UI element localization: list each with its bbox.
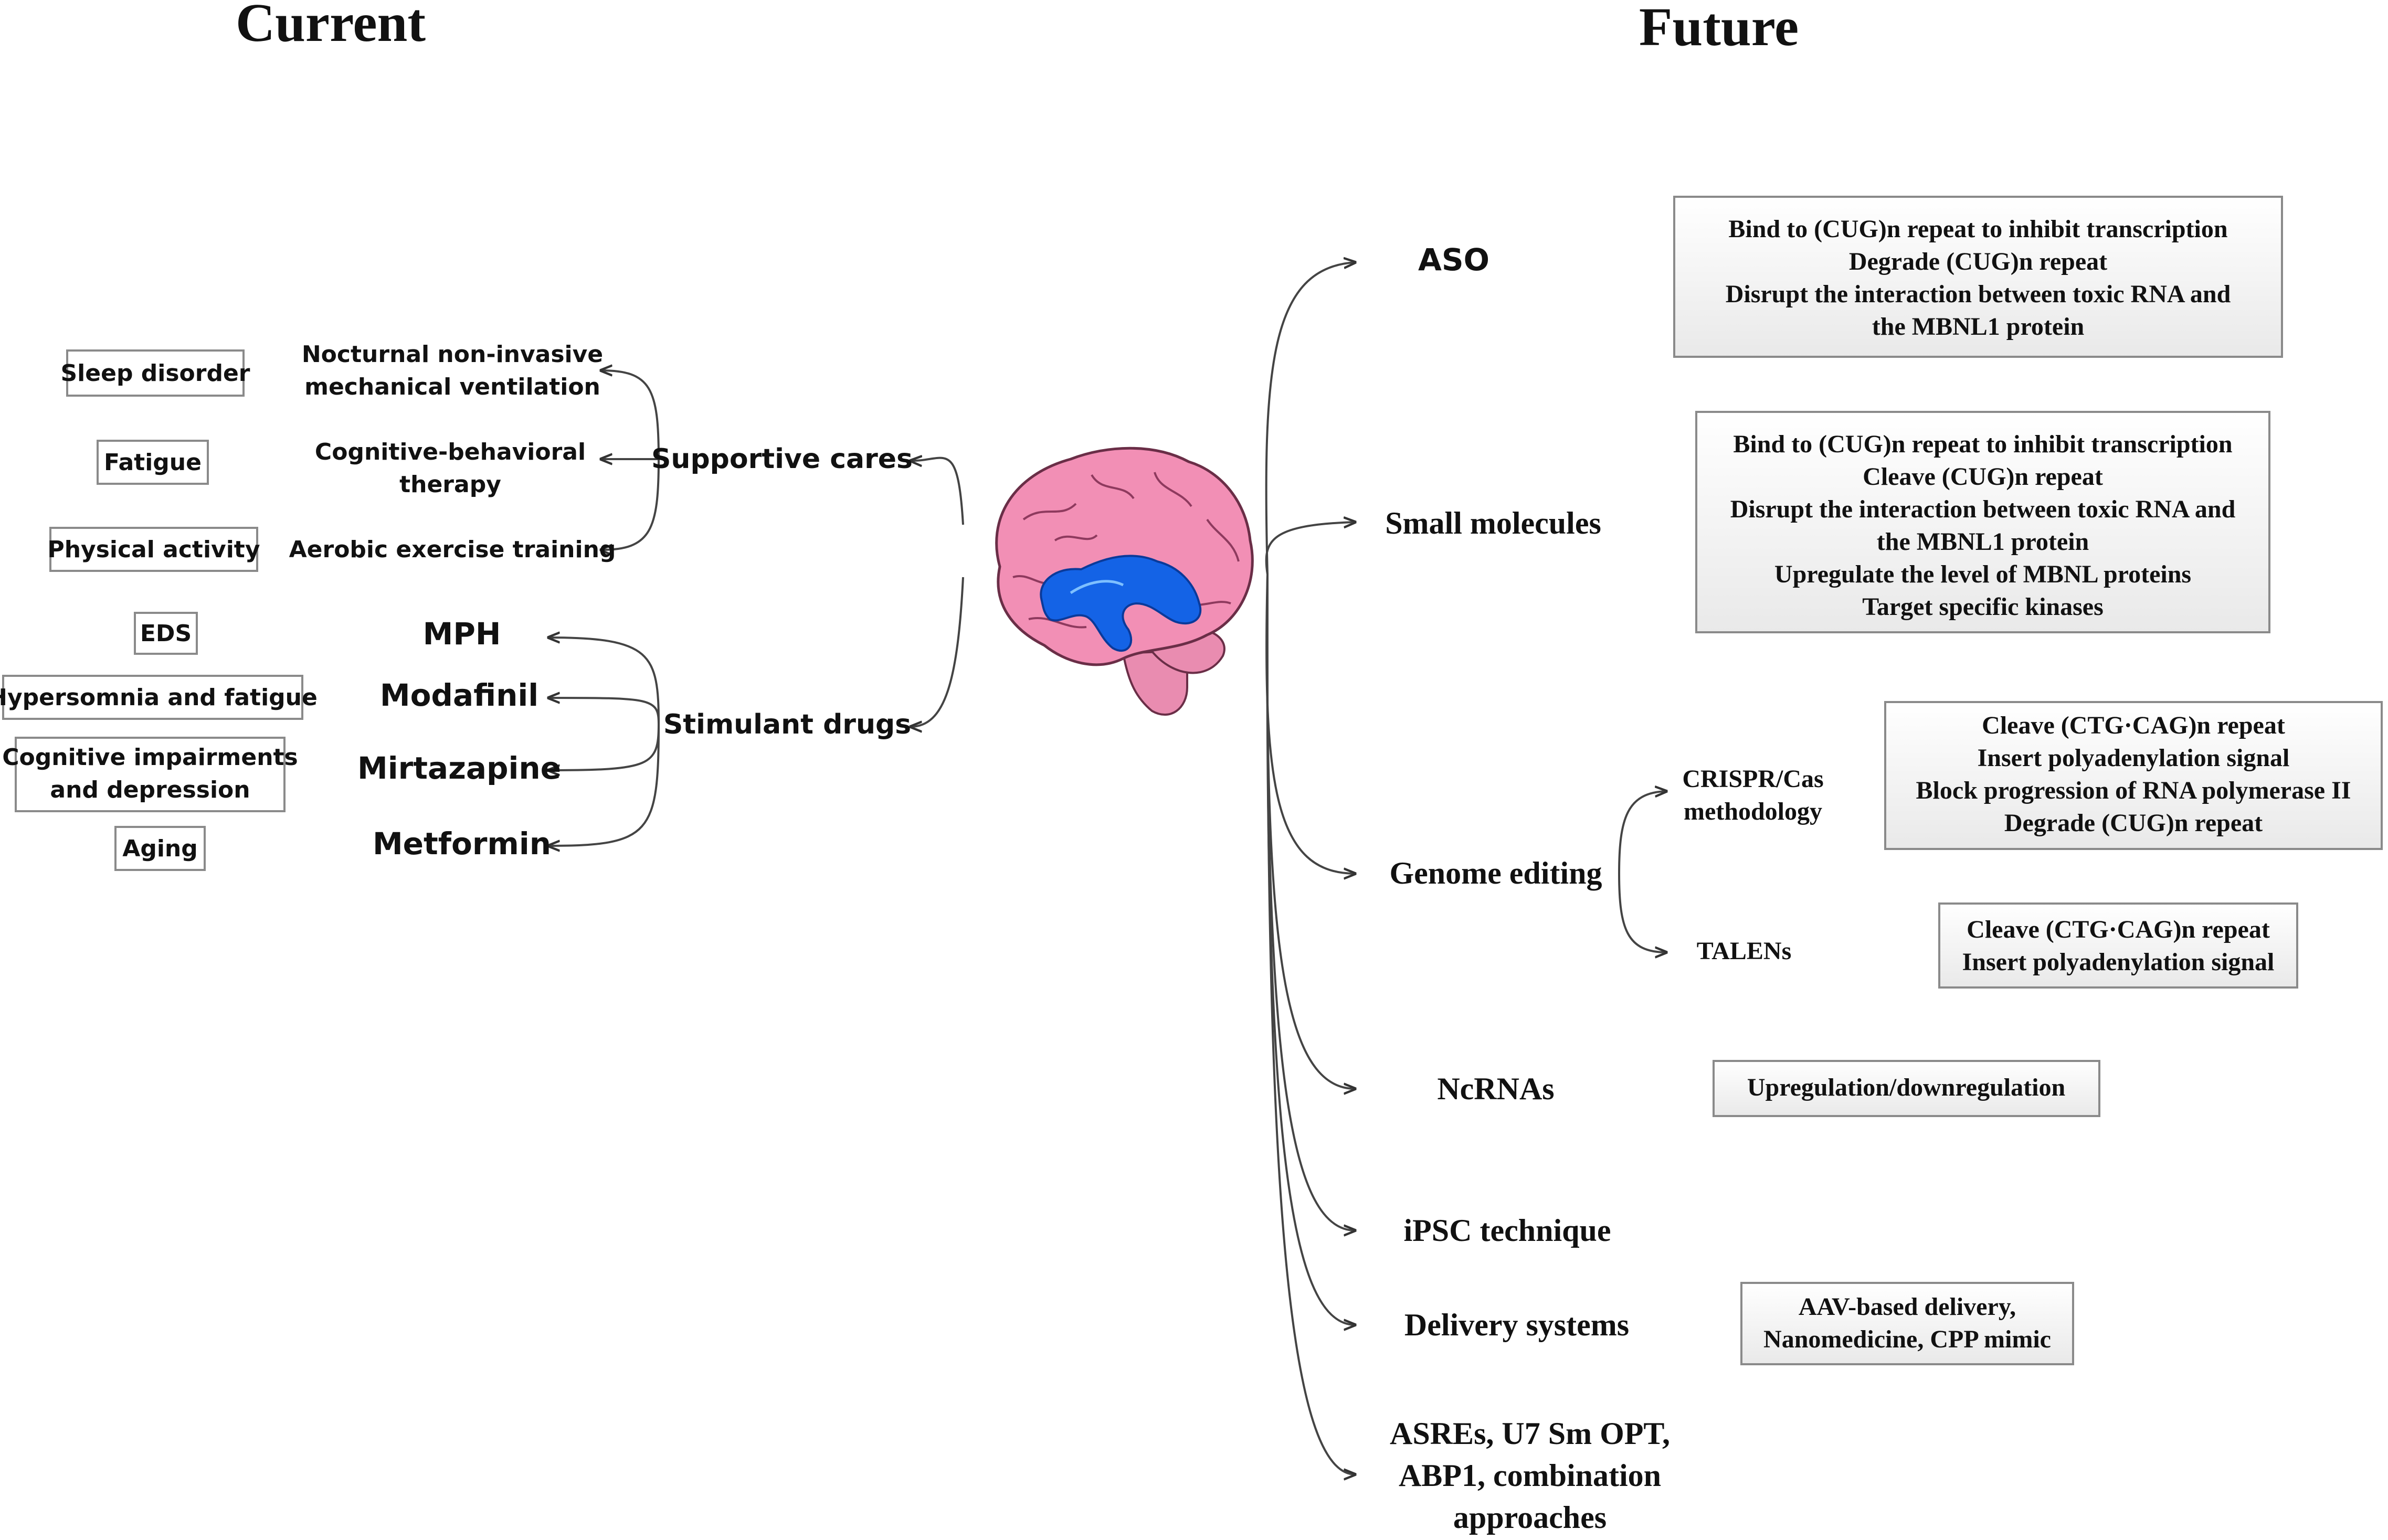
drug-mph: MPH bbox=[423, 616, 501, 652]
small-molecules-line-2: Cleave (CUG)n repeat bbox=[1863, 463, 2103, 491]
crispr-line-2: Insert polyadenylation signal bbox=[1978, 744, 2290, 772]
brain-to-supportive-connector bbox=[911, 458, 964, 525]
talens-line-2: Insert polyadenylation signal bbox=[1962, 948, 2275, 976]
aso-description-box bbox=[1673, 196, 2283, 358]
future-connector-ncrnas bbox=[1266, 574, 1355, 1089]
small-molecules-line-5: Upregulate the level of MBNL proteins bbox=[1774, 560, 2191, 588]
heading-future: Future bbox=[1639, 0, 1799, 57]
stimulant-connector-metformin bbox=[548, 724, 660, 846]
drug-metformin: Metformin bbox=[373, 826, 551, 862]
symptom-cognitive-line1: Cognitive impairments bbox=[2, 744, 298, 771]
symptom-box-physical-activity bbox=[49, 527, 258, 572]
ncrnas-description-box bbox=[1713, 1060, 2100, 1117]
drug-mirtazapine: Mirtazapine bbox=[357, 750, 561, 786]
symptom-box-sleep-disorder bbox=[66, 349, 245, 397]
symptom-box-eds bbox=[134, 612, 198, 655]
supportive-item-1-line1: Nocturnal non-invasive bbox=[302, 341, 603, 368]
crispr-line-3: Block progression of RNA polymerase II bbox=[1916, 777, 2351, 804]
genome-editing-to-crispr-connector bbox=[1618, 791, 1666, 874]
symptom-eds: EDS bbox=[140, 620, 192, 647]
symptom-aging: Aging bbox=[122, 835, 197, 862]
small-molecules-line-1: Bind to (CUG)n repeat to inhibit transcr… bbox=[1733, 430, 2232, 458]
crispr-description-box bbox=[1884, 701, 2383, 850]
stimulant-drugs-label: Stimulant drugs bbox=[663, 709, 911, 740]
heading-current: Current bbox=[236, 0, 426, 53]
crispr-label-line2: methodology bbox=[1684, 798, 1822, 825]
stimulant-connector-mph bbox=[548, 638, 660, 725]
future-other-line3: approaches bbox=[1453, 1500, 1607, 1535]
small-molecules-line-6: Target specific kinases bbox=[1862, 593, 2104, 621]
drug-modafinil: Modafinil bbox=[380, 677, 538, 713]
genome-editing-to-talens-connector bbox=[1618, 873, 1666, 952]
future-delivery-label: Delivery systems bbox=[1404, 1308, 1629, 1342]
delivery-line-2: Nanomedicine, CPP mimic bbox=[1763, 1325, 2051, 1353]
supportive-cares-label: Supportive cares bbox=[651, 443, 913, 475]
supportive-item-2-line2: therapy bbox=[399, 471, 501, 498]
supportive-item-1-line2: mechanical ventilation bbox=[304, 374, 600, 400]
future-other-line2: ABP1, combination bbox=[1399, 1458, 1661, 1493]
stimulant-connector-modafinil bbox=[548, 698, 660, 725]
symptom-box-fatigue bbox=[97, 440, 209, 485]
delivery-line-1: AAV-based delivery, bbox=[1799, 1293, 2016, 1321]
future-connectors bbox=[1265, 262, 1355, 1474]
symptom-physical-activity: Physical activity bbox=[47, 536, 260, 563]
future-connector-other bbox=[1266, 574, 1355, 1474]
aso-line-2: Degrade (CUG)n repeat bbox=[1849, 248, 2107, 275]
talens-line-1: Cleave (CTG·CAG)n repeat bbox=[1967, 916, 2270, 943]
future-connector-genome-editing bbox=[1265, 574, 1355, 874]
symptom-fatigue: Fatigue bbox=[104, 449, 202, 476]
ncrnas-line-1: Upregulation/downregulation bbox=[1747, 1074, 2065, 1101]
aso-line-4: the MBNL1 protein bbox=[1872, 313, 2084, 341]
symptom-hypersomnia: Hypersomnia and fatigue bbox=[0, 684, 318, 711]
future-small-molecules-label: Small molecules bbox=[1385, 506, 1601, 540]
talens-description-box bbox=[1938, 902, 2298, 989]
small-molecules-description-box bbox=[1695, 411, 2270, 633]
stimulant-connector-mirtazapine bbox=[548, 724, 660, 770]
symptom-box-aging bbox=[114, 826, 206, 871]
future-ncrnas-label: NcRNAs bbox=[1437, 1071, 1554, 1106]
delivery-description-box bbox=[1740, 1282, 2074, 1365]
symptom-cognitive-line2: and depression bbox=[50, 777, 250, 803]
future-aso-label: ASO bbox=[1418, 242, 1489, 278]
supportive-item-2-line1: Cognitive-behavioral bbox=[315, 439, 586, 465]
crispr-line-4: Degrade (CUG)n repeat bbox=[2004, 809, 2263, 837]
future-connector-aso bbox=[1265, 262, 1355, 575]
brain-illustration bbox=[995, 447, 1254, 716]
supportive-connector-1 bbox=[601, 370, 660, 460]
small-molecules-line-3: Disrupt the interaction between toxic RN… bbox=[1730, 495, 2236, 523]
crispr-line-1: Cleave (CTG·CAG)n repeat bbox=[1982, 711, 2285, 739]
future-connector-ipsc bbox=[1266, 574, 1355, 1230]
symptom-sleep-disorder: Sleep disorder bbox=[60, 360, 250, 387]
talens-label: TALENs bbox=[1697, 937, 1792, 965]
future-genome-editing-label: Genome editing bbox=[1390, 856, 1602, 890]
small-molecules-line-4: the MBNL1 protein bbox=[1877, 528, 2089, 556]
crispr-label-line1: CRISPR/Cas bbox=[1682, 765, 1823, 793]
supportive-connector-3 bbox=[601, 459, 660, 550]
ventricle bbox=[1040, 555, 1202, 652]
future-connector-small-molecules bbox=[1265, 522, 1355, 575]
aso-line-1: Bind to (CUG)n repeat to inhibit transcr… bbox=[1728, 215, 2227, 243]
aso-line-3: Disrupt the interaction between toxic RN… bbox=[1726, 280, 2231, 308]
future-ipsc-label: iPSC technique bbox=[1403, 1213, 1611, 1248]
brain-to-stimulant-connector bbox=[911, 577, 964, 727]
supportive-item-3-line1: Aerobic exercise training bbox=[289, 536, 616, 563]
symptom-box-cognitive bbox=[15, 737, 286, 812]
symptom-box-hypersomnia bbox=[2, 675, 303, 720]
future-other-line1: ASREs, U7 Sm OPT, bbox=[1390, 1416, 1670, 1451]
